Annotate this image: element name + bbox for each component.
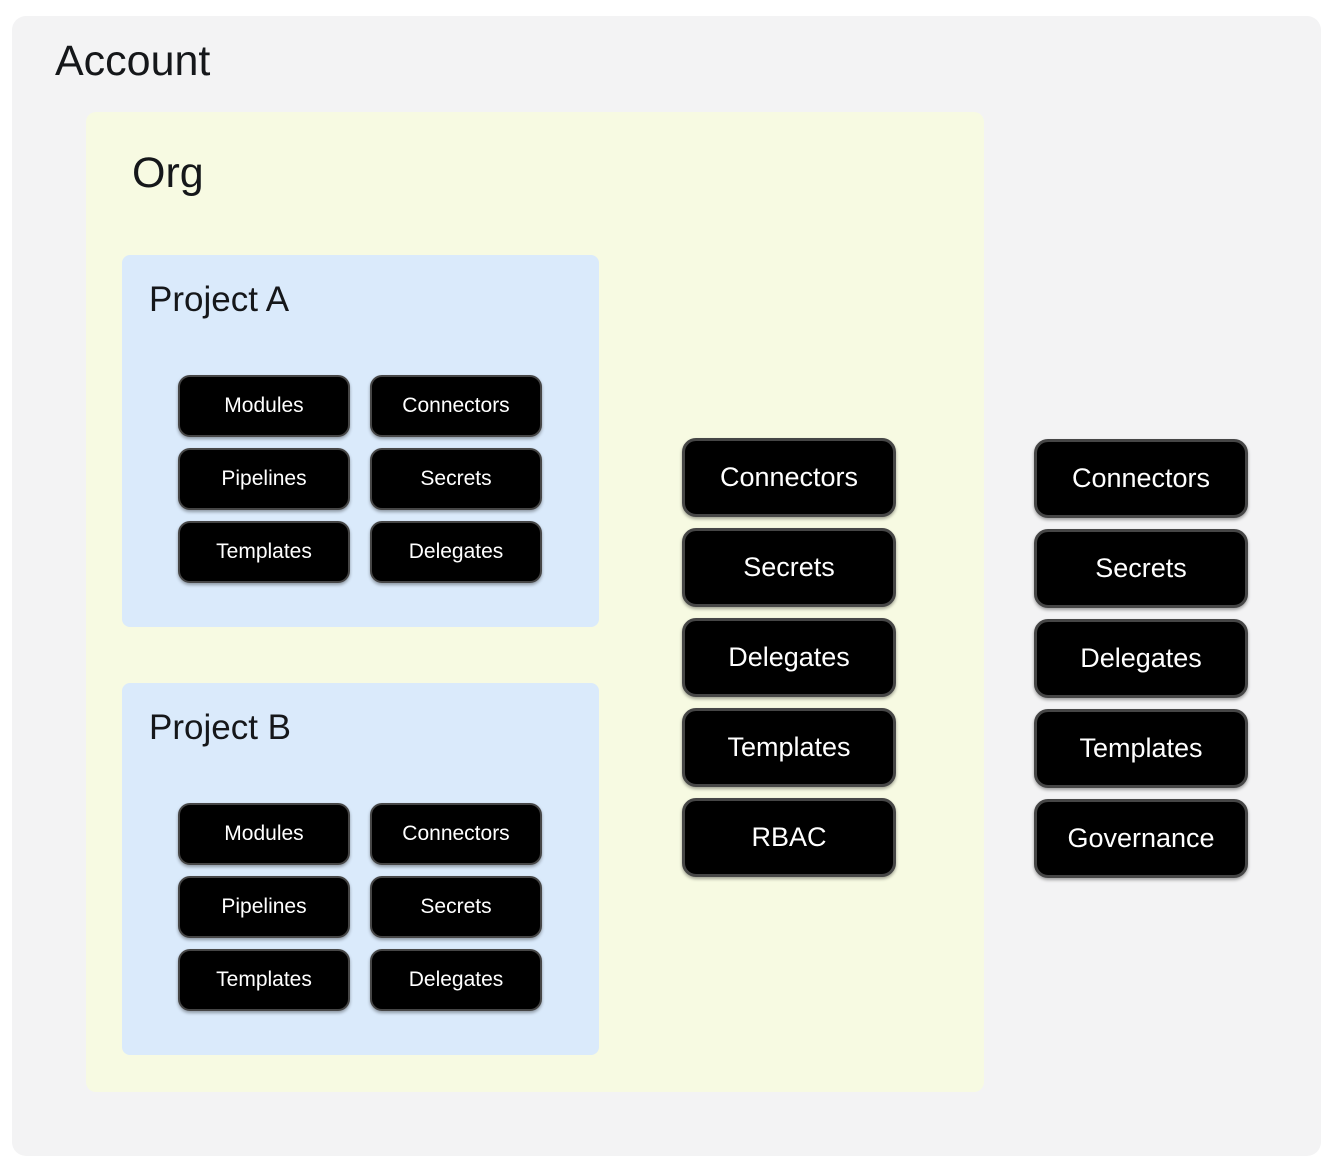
project-b-resource-grid: Modules Connectors Pipelines Secrets Tem… bbox=[178, 803, 542, 1011]
project-a-title: Project A bbox=[149, 280, 290, 319]
pill-templates: Templates bbox=[178, 949, 350, 1011]
pill-secrets: Secrets bbox=[370, 876, 542, 938]
org-scope-container: Org Project A Modules Connectors Pipelin… bbox=[86, 112, 984, 1092]
org-resource-column: Connectors Secrets Delegates Templates R… bbox=[682, 438, 896, 877]
pill-connectors: Connectors bbox=[682, 438, 896, 517]
pill-rbac: RBAC bbox=[682, 798, 896, 877]
pill-delegates: Delegates bbox=[682, 618, 896, 697]
pill-delegates: Delegates bbox=[1034, 619, 1248, 698]
pill-templates: Templates bbox=[682, 708, 896, 787]
pill-connectors: Connectors bbox=[370, 375, 542, 437]
pill-secrets: Secrets bbox=[370, 448, 542, 510]
pill-modules: Modules bbox=[178, 375, 350, 437]
org-scope-title: Org bbox=[132, 149, 204, 197]
pill-delegates: Delegates bbox=[370, 949, 542, 1011]
pill-governance: Governance bbox=[1034, 799, 1248, 878]
account-scope-container: Account Org Project A Modules Connectors… bbox=[12, 16, 1321, 1156]
pill-pipelines: Pipelines bbox=[178, 876, 350, 938]
pill-templates: Templates bbox=[178, 521, 350, 583]
pill-pipelines: Pipelines bbox=[178, 448, 350, 510]
pill-connectors: Connectors bbox=[1034, 439, 1248, 518]
project-a-container: Project A Modules Connectors Pipelines S… bbox=[122, 255, 599, 627]
project-a-resource-grid: Modules Connectors Pipelines Secrets Tem… bbox=[178, 375, 542, 583]
account-scope-title: Account bbox=[55, 37, 211, 85]
pill-templates: Templates bbox=[1034, 709, 1248, 788]
pill-secrets: Secrets bbox=[682, 528, 896, 607]
pill-modules: Modules bbox=[178, 803, 350, 865]
project-b-title: Project B bbox=[149, 708, 291, 747]
pill-connectors: Connectors bbox=[370, 803, 542, 865]
pill-delegates: Delegates bbox=[370, 521, 542, 583]
project-b-container: Project B Modules Connectors Pipelines S… bbox=[122, 683, 599, 1055]
pill-secrets: Secrets bbox=[1034, 529, 1248, 608]
account-resource-column: Connectors Secrets Delegates Templates G… bbox=[1034, 439, 1248, 878]
